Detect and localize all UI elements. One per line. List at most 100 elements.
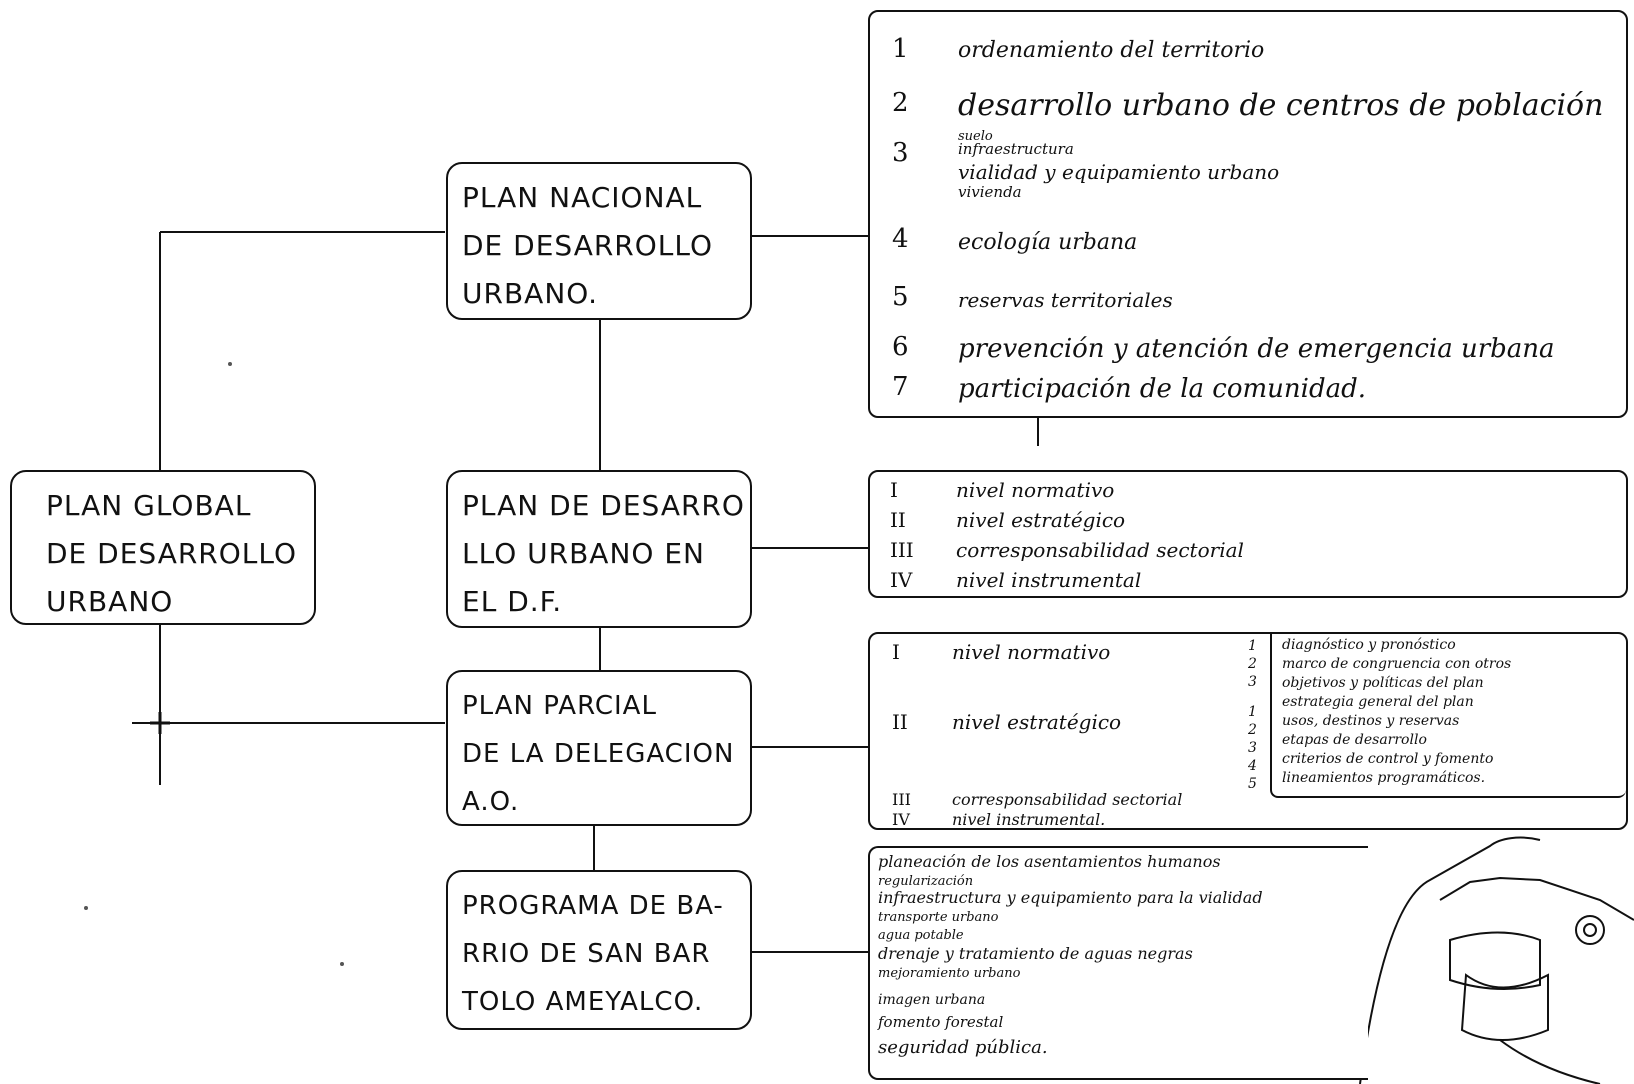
list-item: IV nivel instrumental. [870, 810, 1270, 830]
item-text: desarrollo urbano de centros de població… [958, 88, 1604, 123]
list-item: 3 suelo infraestructura vialidad y equip… [870, 130, 1610, 210]
list-item: III corresponsabilidad sectorial [870, 538, 1610, 564]
list-item: transporte urbano [878, 910, 999, 925]
node-plan-df: PLAN DE DESARRO LLO URBANO EN EL D.F. [446, 470, 752, 628]
item-number: 4 [892, 224, 909, 254]
item-text: nivel instrumental. [952, 810, 1106, 829]
item-number: IV [890, 568, 913, 592]
list-item: I nivel normativo [870, 478, 1610, 504]
speck [228, 362, 232, 366]
sub-number: 3 [1248, 674, 1257, 690]
list-item: drenaje y tratamiento de aguas negras [878, 944, 1193, 963]
item-number: I [892, 640, 900, 664]
sub-number: 1 [1248, 638, 1257, 654]
node-plan-global: PLAN GLOBAL DE DESARROLLO URBANO [10, 470, 316, 625]
list-item: IV nivel instrumental [870, 568, 1610, 594]
list-item: seguridad pública. [878, 1037, 1048, 1058]
item-number: III [892, 790, 911, 809]
node-plan-nacional-line-1: PLAN NACIONAL [462, 181, 703, 214]
list-item: II nivel estratégico [870, 508, 1610, 534]
list-item: 7 participación de la comunidad. [870, 372, 1610, 412]
item-number: 7 [892, 372, 909, 402]
item-number: 2 [892, 88, 909, 118]
item-text: prevención y atención de emergencia urba… [958, 334, 1555, 364]
illustration-outline [1359, 836, 1541, 1084]
item-text: nivel estratégico [956, 508, 1126, 532]
list-item: agua potable [878, 928, 964, 943]
list-item: I nivel normativo [870, 640, 1250, 666]
node-programa-barrio-line-2: RRIO DE SAN BAR [462, 939, 711, 969]
node-plan-parcial-line-3: A.O. [462, 787, 520, 817]
item-text: nivel estratégico [952, 710, 1122, 734]
sub-number: 2 [1248, 656, 1257, 672]
list-item: regularización [878, 874, 974, 889]
list-item: 4 ecología urbana [870, 224, 1610, 264]
speck [84, 906, 88, 910]
panel-df-list: I nivel normativo II nivel estratégico I… [868, 470, 1628, 598]
panel-barrio-list: planeación de los asentamientos humanos … [868, 846, 1368, 1080]
node-plan-df-line-2: LLO URBANO EN [462, 537, 705, 570]
item-subtext: suelo [958, 129, 993, 144]
item-text: ordenamiento del territorio [958, 38, 1265, 63]
item-number: II [890, 508, 906, 532]
list-item: 1 ordenamiento del territorio [870, 34, 1610, 74]
item-subtext: infraestructura [958, 140, 1074, 158]
detail-item: etapas de desarrollo [1282, 732, 1427, 748]
item-text: corresponsabilidad sectorial [952, 790, 1183, 809]
item-text: ecología urbana [958, 230, 1138, 255]
detail-item: objetivos y políticas del plan [1282, 675, 1484, 691]
detail-item: criterios de control y fomento [1282, 751, 1494, 767]
sub-number: 3 [1248, 740, 1257, 756]
node-plan-global-line-3: URBANO [46, 585, 174, 618]
item-subtext: vialidad y equipamiento urbano [958, 160, 1280, 184]
node-programa-barrio-line-1: PROGRAMA DE BA- [462, 891, 724, 921]
node-plan-global-line-1: PLAN GLOBAL [46, 489, 252, 522]
item-number: 3 [892, 138, 909, 168]
item-number: 6 [892, 332, 909, 362]
node-programa-barrio: PROGRAMA DE BA- RRIO DE SAN BAR TOLO AME… [446, 870, 752, 1030]
item-number: 5 [892, 282, 909, 312]
item-text: reservas territoriales [958, 288, 1173, 312]
node-plan-df-line-3: EL D.F. [462, 585, 563, 618]
panel-nacional-list: 1 ordenamiento del territorio 2 desarrol… [868, 10, 1628, 418]
sub-number: 4 [1248, 758, 1257, 774]
detail-item: diagnóstico y pronóstico [1282, 637, 1456, 653]
list-item: III corresponsabilidad sectorial [870, 790, 1270, 810]
node-plan-nacional-line-3: URBANO. [462, 277, 599, 310]
list-item: 2 desarrollo urbano de centros de poblac… [870, 88, 1610, 128]
list-item: 5 reservas territoriales [870, 282, 1610, 322]
illustration-head [1439, 876, 1634, 921]
node-plan-nacional: PLAN NACIONAL DE DESARROLLO URBANO. [446, 162, 752, 320]
item-number: 1 [892, 34, 909, 64]
illustration-curl [1499, 1039, 1601, 1084]
detail-item: marco de congruencia con otros [1282, 656, 1512, 672]
sub-number: 2 [1248, 722, 1257, 738]
node-plan-parcial-line-1: PLAN PARCIAL [462, 691, 657, 721]
item-text: nivel instrumental [956, 568, 1142, 592]
item-number: III [890, 538, 914, 562]
detail-item: usos, destinos y reservas [1282, 713, 1460, 729]
node-plan-df-line-1: PLAN DE DESARRO [462, 489, 745, 522]
illustration-teeth [1460, 973, 1549, 1041]
node-plan-parcial: PLAN PARCIAL DE LA DELEGACION A.O. [446, 670, 752, 826]
sub-number: 5 [1248, 776, 1257, 792]
illustration-eye-inner [1583, 923, 1597, 937]
list-item: infraestructura y equipamiento para la v… [878, 888, 1263, 907]
list-item: fomento forestal [878, 1013, 1004, 1031]
detail-item: lineamientos programáticos. [1282, 770, 1486, 786]
item-number: IV [892, 810, 910, 829]
item-text: nivel normativo [956, 478, 1115, 502]
item-text: participación de la comunidad. [958, 374, 1367, 404]
detail-item: estrategia general del plan [1282, 694, 1474, 710]
list-item: 6 prevención y atención de emergencia ur… [870, 332, 1610, 372]
list-item: planeación de los asentamientos humanos [878, 852, 1221, 871]
illustration-jaw [1449, 931, 1541, 990]
item-subtext: vivienda [958, 183, 1022, 201]
node-plan-parcial-line-2: DE LA DELEGACION [462, 739, 735, 769]
item-number: I [890, 478, 898, 502]
node-plan-global-line-2: DE DESARROLLO [46, 537, 298, 570]
sub-number: 1 [1248, 704, 1257, 720]
list-item: II nivel estratégico [870, 710, 1250, 736]
